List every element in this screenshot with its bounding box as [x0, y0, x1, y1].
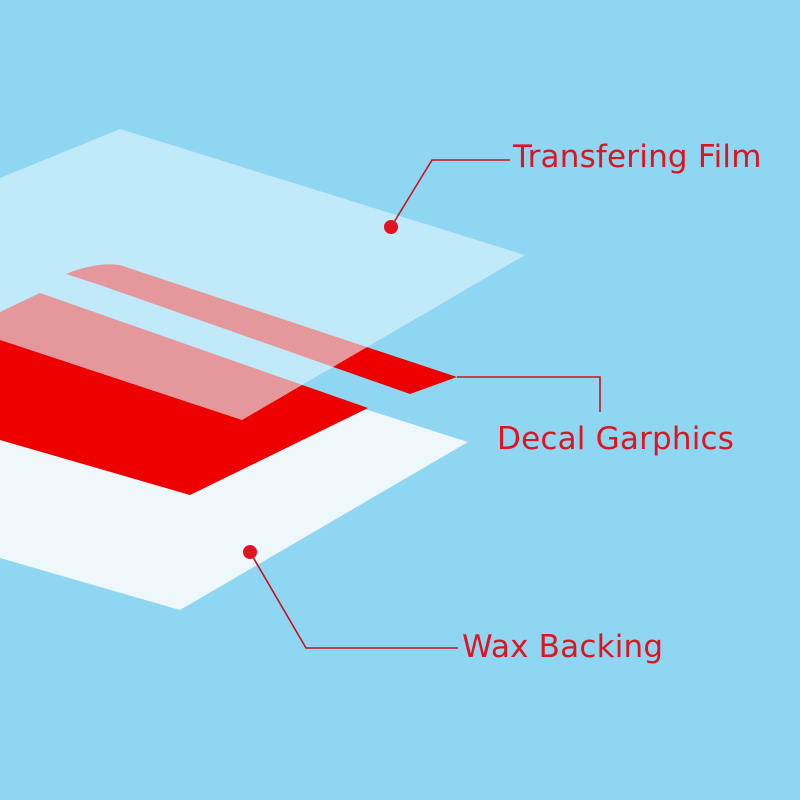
label-decal-graphics: Decal Garphics: [497, 421, 735, 457]
marker-dot-wax: [243, 545, 257, 559]
label-wax-backing: Wax Backing: [462, 629, 664, 665]
leader-line-transfer: [390, 159, 510, 228]
marker-dot-transfer: [384, 220, 398, 234]
leader-line-wax: [249, 551, 458, 649]
leader-line-decal: [457, 376, 601, 412]
label-transfering-film: Transfering Film: [513, 139, 762, 175]
transfer-film-sheet: [0, 129, 525, 420]
